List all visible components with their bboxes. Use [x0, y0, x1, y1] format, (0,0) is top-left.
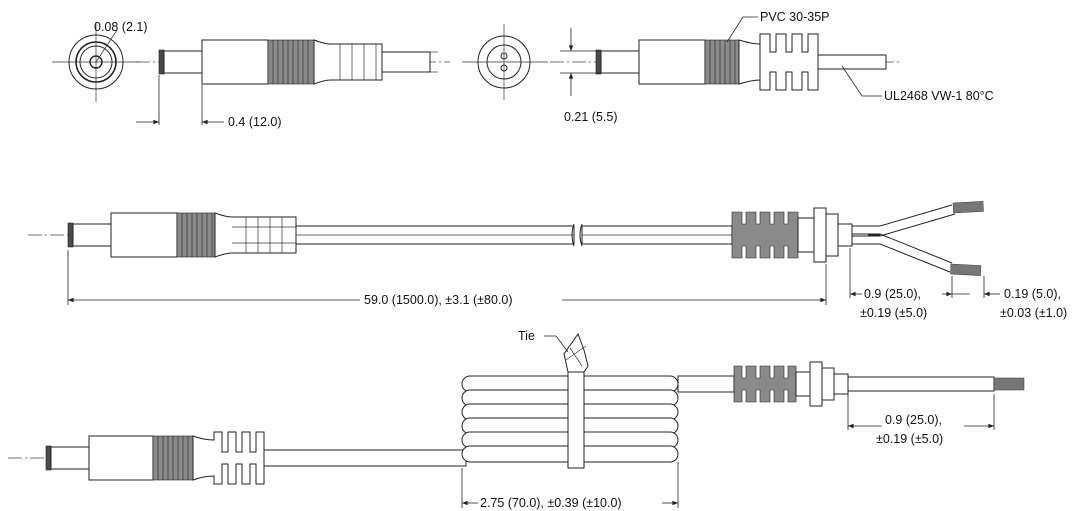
overall-length-label: 59.0 (1500.0), ±3.1 (±80.0): [364, 293, 513, 307]
socket-diameter-label: 0.21 (5.5): [564, 110, 618, 124]
jacket-material-label: PVC 30-35P: [760, 10, 829, 24]
pin-diameter-label: 0.08 (2.1): [94, 20, 148, 34]
plug-side-view-2: [550, 33, 900, 91]
end-length-label-1: 0.9 (25.0),: [885, 413, 942, 427]
coil-length-label: 2.75 (70.0), ±0.39 (±10.0): [480, 496, 622, 510]
wire-spec-label: UL2468 VW-1 80°C: [884, 89, 994, 103]
end-length-dimension: [847, 394, 995, 430]
full-cable-view: [28, 201, 984, 276]
length-dimension: [136, 75, 224, 125]
leader-lines: [726, 16, 882, 97]
end-length-label-2: ±0.19 (±5.0): [876, 432, 943, 446]
plug-side-view: [136, 39, 450, 85]
tie-label: Tie: [518, 329, 535, 343]
split-length-dimension: [849, 248, 1000, 298]
coil-length-dimension: [461, 462, 679, 508]
plug-end-view: [52, 22, 140, 102]
tie-leader: [544, 335, 569, 353]
overall-length-dimension: [67, 250, 827, 305]
split-length-label-2: ±0.19 (±5.0): [860, 306, 927, 320]
socket-dia-dimension: [560, 28, 600, 96]
coiled-cable-view: [8, 332, 1025, 485]
split-length-label-1: 0.9 (25.0),: [864, 287, 921, 301]
strip-length-label-1: 0.19 (5.0),: [1004, 287, 1061, 301]
strip-length-label-2: ±0.03 (±1.0): [1000, 306, 1067, 320]
plug-length-label: 0.4 (12.0): [228, 115, 282, 129]
socket-end-view: [462, 24, 548, 100]
